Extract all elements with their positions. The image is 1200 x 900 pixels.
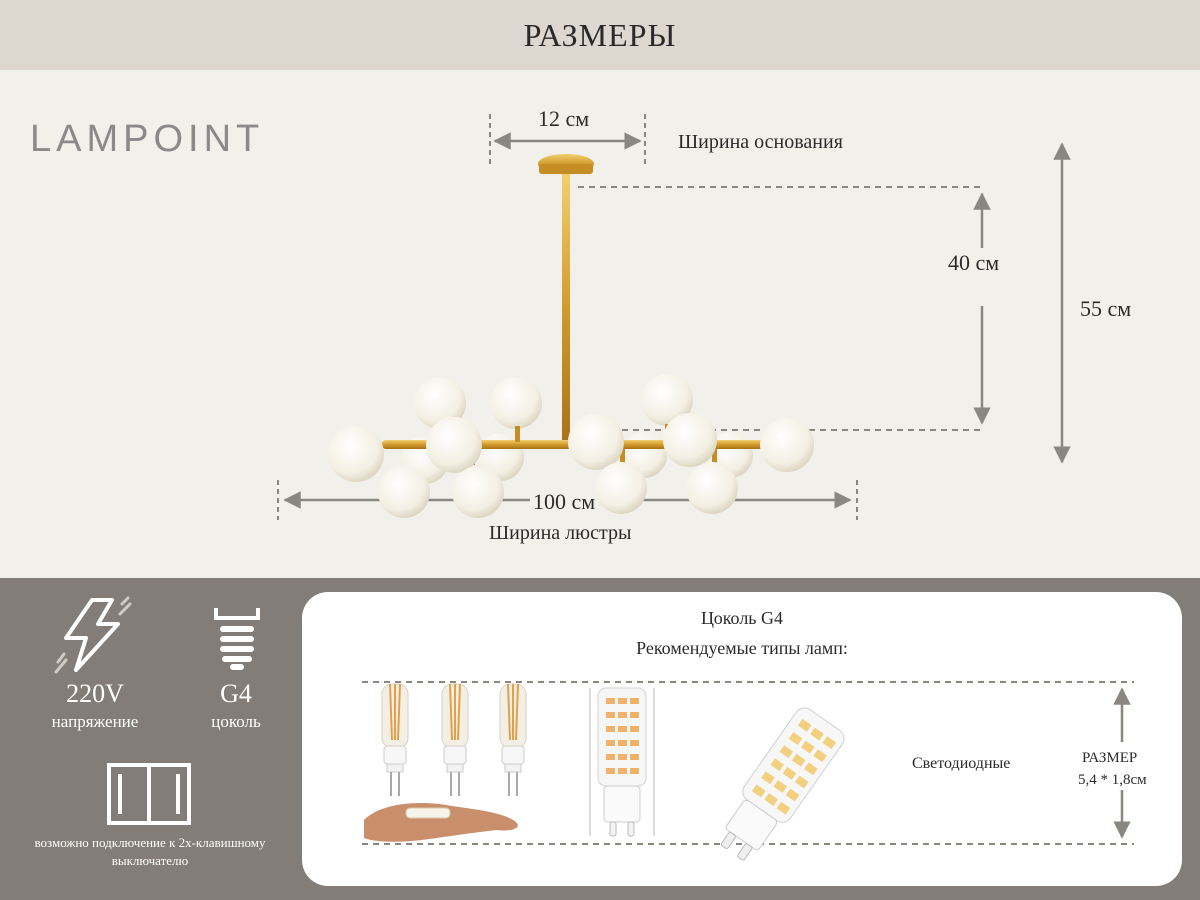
total-height-value: 55 см [1080, 296, 1132, 321]
led-lamp-dimensioned-image [589, 687, 655, 837]
size-label: РАЗМЕР [1082, 750, 1138, 766]
lamp-images [362, 681, 1134, 861]
switch-note-line2: выключателю [111, 853, 189, 868]
lamp-card-title: Цоколь G4 [700, 608, 784, 628]
socket-icon [214, 608, 260, 670]
dimensions-section: LAMPOINT [0, 70, 1200, 578]
chandelier-width-value: 100 см [533, 489, 596, 514]
chandelier-width-caption: Ширина люстры [489, 522, 632, 544]
switch-note-line1: возможно подключение к 2х-клавишному [34, 835, 266, 850]
drop-height-dimension [578, 186, 991, 431]
brand-logo: LAMPOINT [30, 118, 265, 160]
size-value: 5,4 * 1,8см [1078, 772, 1147, 788]
double-switch-icon [107, 763, 191, 825]
base-width-dimension [489, 114, 646, 168]
page-header: РАЗМЕРЫ [0, 0, 1200, 70]
voltage-value: 220V [66, 679, 124, 708]
lamp-card: Цоколь G4 Рекомендуемые типы ламп: [302, 592, 1182, 886]
chandelier-illustration [328, 154, 814, 518]
lamp-card-subtitle: Рекомендуемые типы ламп: [636, 638, 848, 658]
socket-label: цоколь [211, 712, 261, 731]
socket-value: G4 [220, 679, 252, 708]
dimension-drawing [277, 114, 1071, 520]
lamp-type-label: Светодиодные [912, 755, 1011, 772]
voltage-label: напряжение [51, 712, 139, 731]
page-title: РАЗМЕРЫ [523, 16, 677, 53]
base-width-value: 12 см [538, 106, 590, 131]
filament-lamps-image [364, 683, 527, 842]
led-lamp-tilted-image [720, 707, 845, 861]
base-width-caption: Ширина основания [678, 131, 843, 153]
specs-section: 220V напряжение G4 цоколь возможно подкл… [0, 578, 1200, 900]
lightning-icon [54, 596, 132, 674]
drop-height-value: 40 см [948, 250, 1000, 275]
